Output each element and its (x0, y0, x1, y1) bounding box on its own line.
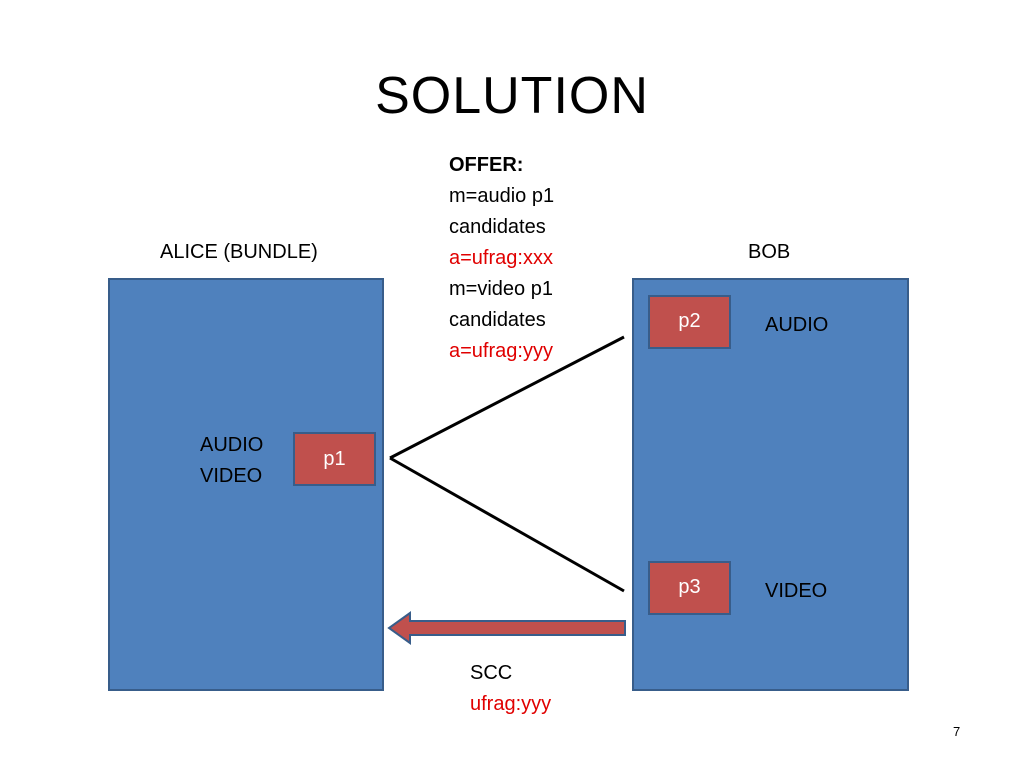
connector-p1-p3 (389, 456, 625, 593)
alice-label: ALICE (BUNDLE) (160, 241, 318, 263)
bob-audio-label: AUDIO (765, 314, 829, 336)
alice-port-p1: p1 (293, 432, 376, 486)
bob-video-label: VIDEO (765, 580, 828, 602)
offer-block: OFFER: m=audio p1 candidates a=ufrag:xxx… (449, 150, 554, 367)
offer-line: candidates (449, 309, 546, 331)
bob-port-p2: p2 (648, 295, 731, 349)
alice-media-video: VIDEO (200, 465, 263, 487)
alice-media-list: AUDIO VIDEO (200, 430, 263, 492)
slide-title: SOLUTION (375, 67, 649, 125)
offer-line: m=audio p1 (449, 185, 555, 207)
offer-line-ufrag: a=ufrag:yyy (449, 340, 553, 362)
offer-heading: OFFER: (449, 154, 524, 176)
bob-port-p3: p3 (648, 561, 731, 615)
bob-label: BOB (748, 241, 791, 263)
scc-ufrag: ufrag:yyy (470, 693, 552, 715)
offer-line-ufrag: a=ufrag:xxx (449, 247, 553, 269)
scc-label: SCC (470, 662, 513, 684)
offer-line: m=video p1 (449, 278, 553, 300)
alice-media-audio: AUDIO (200, 434, 264, 456)
scc-block: SCC ufrag:yyy (470, 658, 551, 720)
slide-number: 7 (953, 724, 961, 739)
offer-line: candidates (449, 216, 546, 238)
connector-p1-p2 (389, 335, 625, 460)
scc-arrow (387, 611, 626, 645)
